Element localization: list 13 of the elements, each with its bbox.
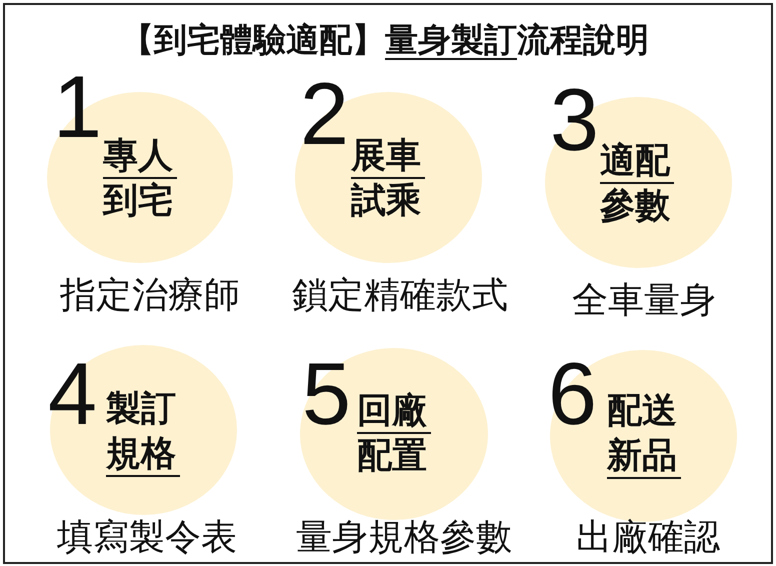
step-number: 2 — [300, 81, 349, 148]
step-caption: 全車量身 — [572, 281, 716, 321]
step-caption: 鎖定精確款式 — [292, 276, 508, 316]
step-number: 3 — [550, 87, 599, 154]
step-number: 6 — [548, 361, 597, 428]
step-caption: 指定治療師 — [60, 276, 240, 316]
step-caption: 出廠確認 — [576, 518, 720, 558]
step-number: 4 — [48, 361, 97, 428]
step-caption: 量身規格參數 — [296, 518, 512, 558]
title: 【到宅體驗適配】量身製訂流程說明 — [120, 20, 650, 60]
step-number: 5 — [302, 361, 351, 428]
step-caption: 填寫製令表 — [57, 518, 237, 558]
step-number: 1 — [53, 74, 102, 141]
